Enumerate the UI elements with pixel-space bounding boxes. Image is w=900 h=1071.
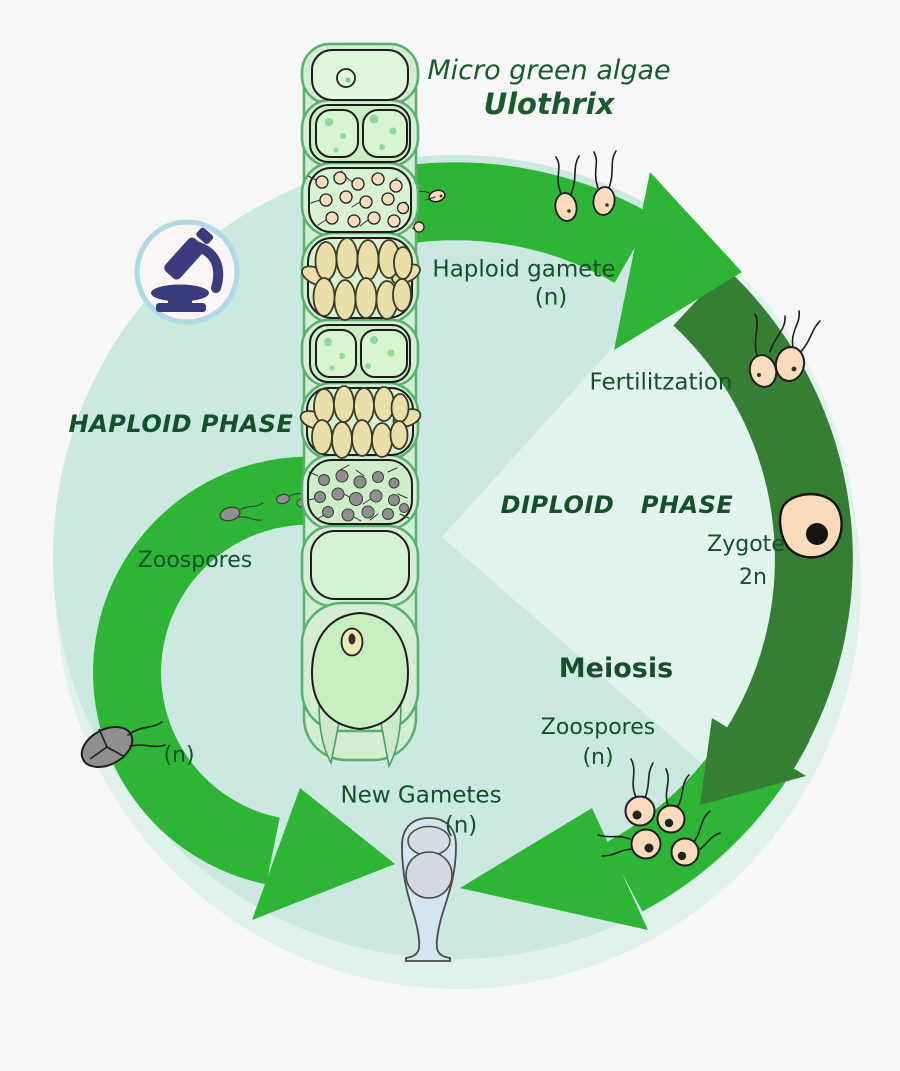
- filament-cell-5: [309, 324, 411, 383]
- gray-zoospores: [219, 491, 307, 522]
- filament-cell-2: [309, 104, 411, 163]
- label-zoospores-right-n: (n): [582, 744, 614, 770]
- germling-goblet: [401, 817, 457, 962]
- filament-cell-1: [311, 49, 409, 101]
- filament-cell-7-zoosporangium: [307, 459, 413, 525]
- label-new-gametes-n: (n): [444, 812, 478, 839]
- diploid-arrow-right: [673, 268, 853, 805]
- diagram-species: Ulothrix: [483, 87, 615, 122]
- label-diploid-phase: DIPLOID PHASE: [500, 490, 734, 519]
- label-fertilization: Fertilitzation: [589, 369, 733, 396]
- gray-zoospore-large: [80, 721, 166, 768]
- label-zygote-ploidy: 2n: [739, 564, 767, 590]
- zygote-cell: [778, 493, 843, 559]
- algae-filament: [299, 42, 436, 769]
- label-zygote: Zygote: [707, 531, 785, 557]
- label-zoospores-right: Zoospores: [540, 714, 656, 740]
- filament-cell-8: [310, 530, 410, 600]
- zoospore-arrow-left: [80, 456, 395, 920]
- cycle-background: [53, 155, 861, 989]
- diploid-wedge: [442, 166, 857, 865]
- label-meiosis: Meiosis: [558, 653, 674, 685]
- haploid-gametes: [408, 150, 617, 222]
- label-zoospores-left-n: (n): [163, 742, 195, 768]
- label-new-gametes: New Gametes: [340, 782, 502, 809]
- diagram-title: Micro green algae: [427, 55, 671, 87]
- microscope-icon: [134, 219, 240, 325]
- label-zoospores-left: Zoospores: [137, 547, 253, 573]
- filament-cell-4-sporangium: [301, 237, 421, 321]
- filament-cell-9-basal: [310, 611, 410, 769]
- zoospore-cells-bottom: [597, 758, 721, 867]
- label-haploid-phase: HAPLOID PHASE: [68, 409, 294, 438]
- filament-cell-3-gametangium: [307, 167, 436, 233]
- filament-cell-6-sporangium: [299, 385, 422, 459]
- label-haploid-gamete: Haploid gamete: [432, 256, 616, 283]
- gamete-arrow-top: [406, 150, 742, 350]
- fusing-gametes: [748, 310, 821, 388]
- label-haploid-gamete-n: (n): [534, 284, 568, 311]
